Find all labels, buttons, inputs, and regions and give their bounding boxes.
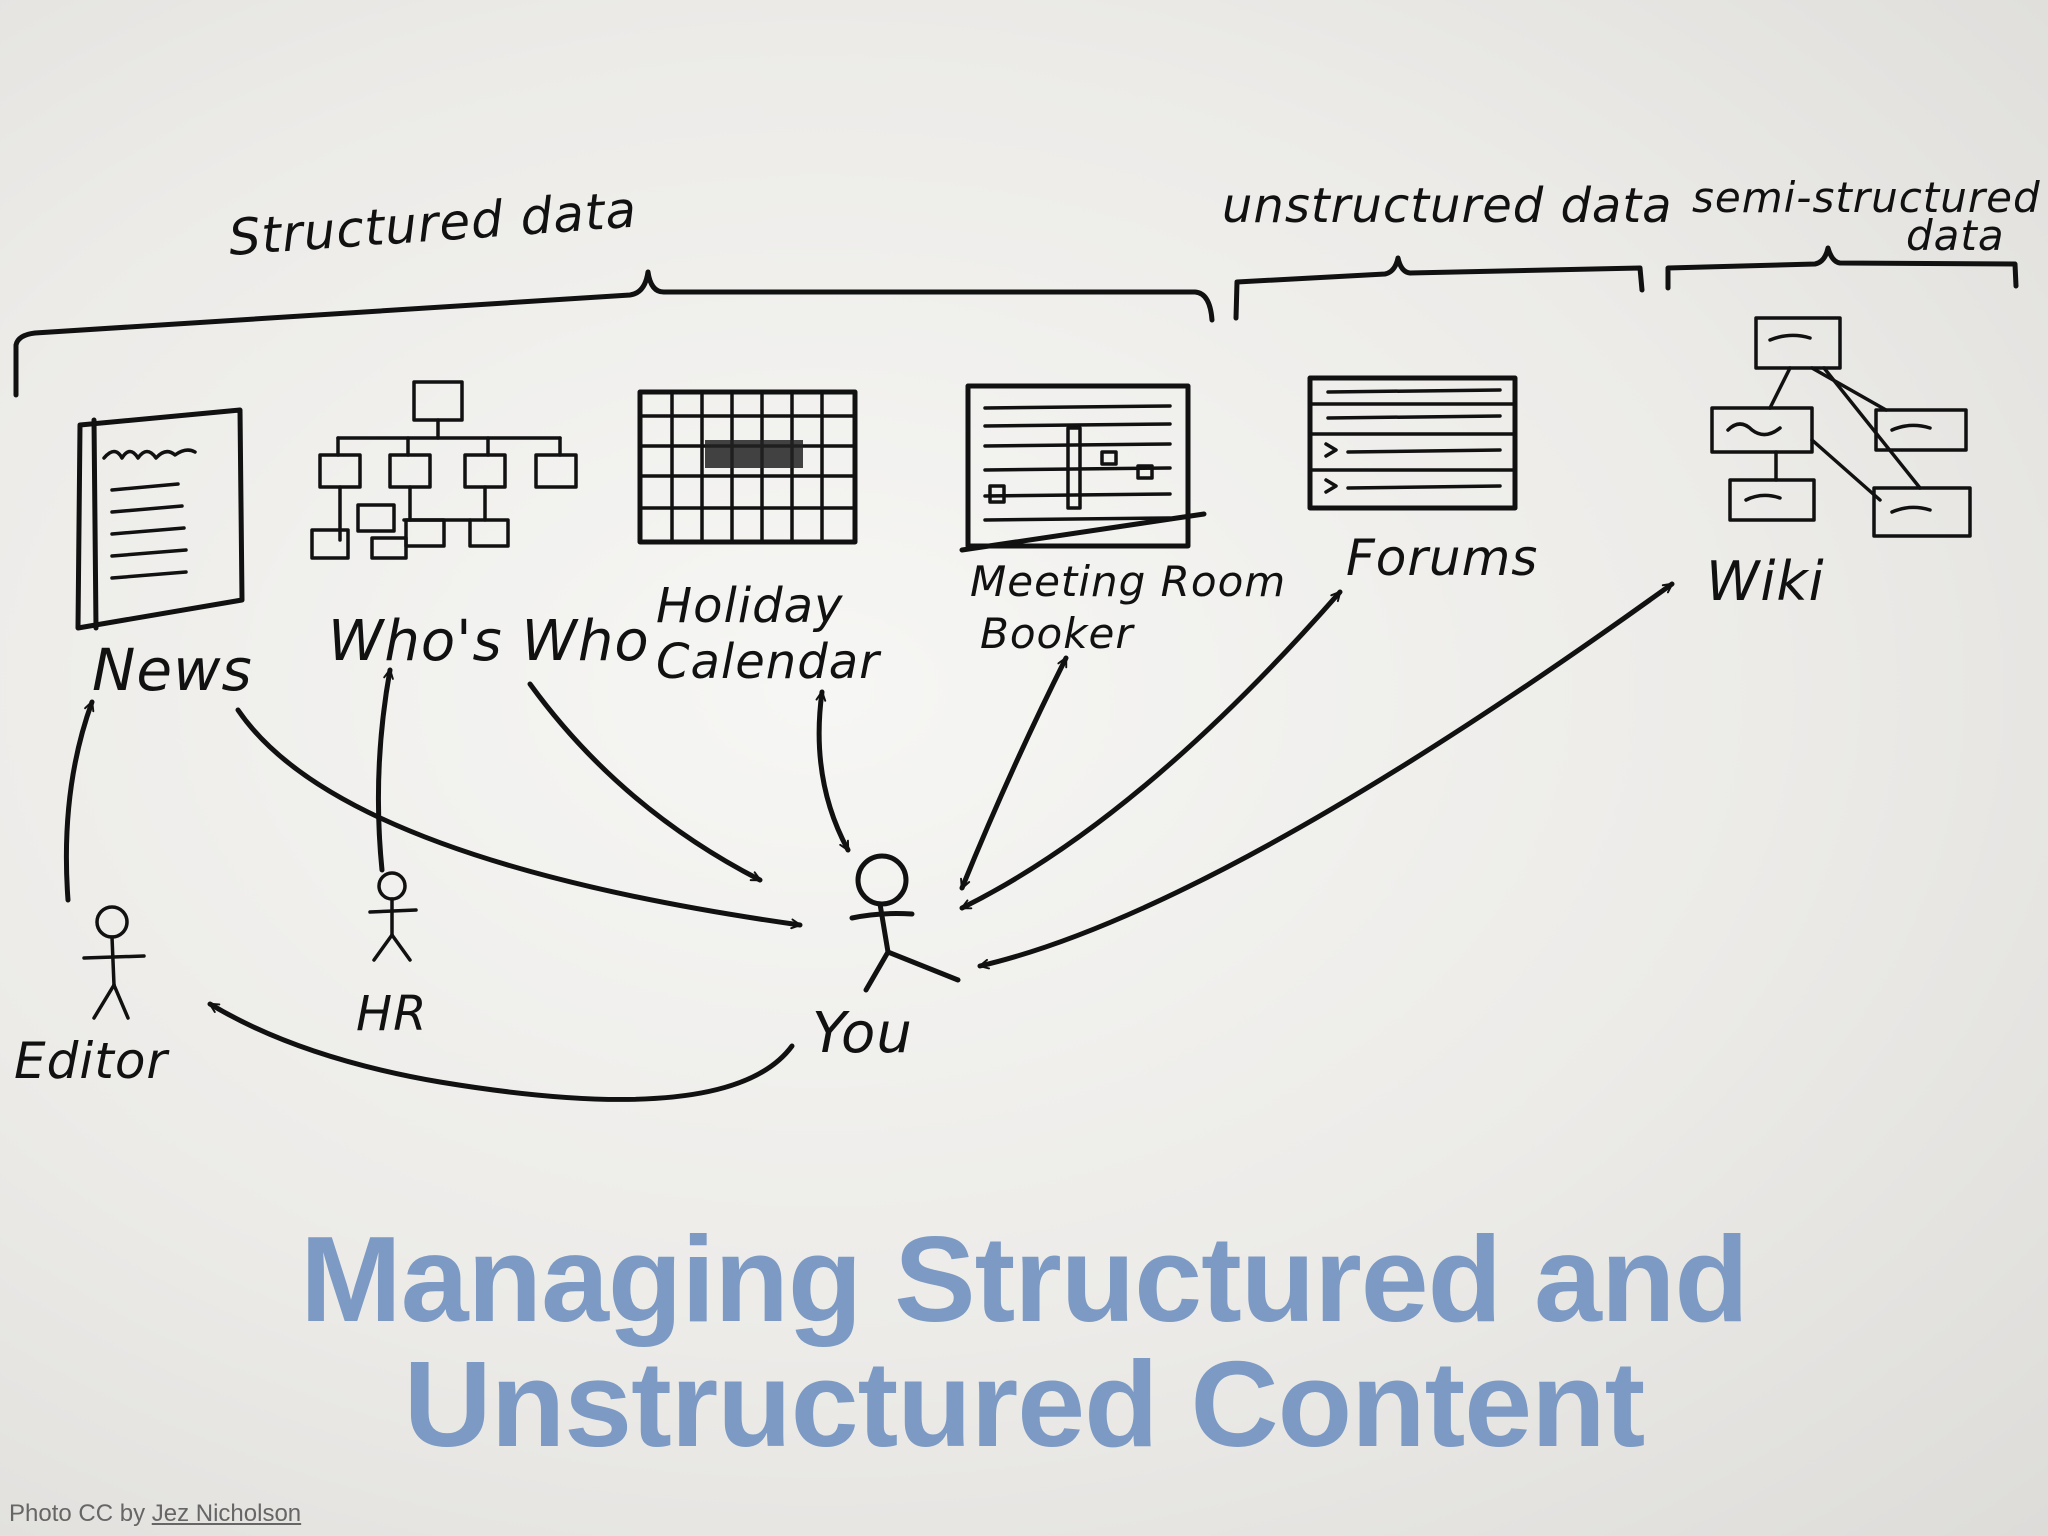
- calendar-grid-icon: [637, 389, 858, 545]
- booking-screen-icon: [959, 383, 1207, 553]
- whos-who-label: Who's Who: [328, 609, 650, 674]
- photo-credit-author-link[interactable]: Jez Nicholson: [151, 1500, 302, 1527]
- slide-title-line-2: Unstructured Content: [403, 1336, 1646, 1472]
- forum-thread-icon: [1307, 375, 1518, 511]
- news-label: News: [92, 636, 253, 704]
- meeting-room-label: Meeting Room: [970, 557, 1286, 606]
- semi-structured-data-label: data: [1906, 211, 2005, 260]
- structured-data-brace: [13, 269, 1215, 398]
- arrow-wiki-you: [977, 581, 1675, 970]
- arrow-hr-to-whos-who: [375, 667, 394, 873]
- booker-label: Booker: [980, 609, 1135, 658]
- semi-structured-data-brace: [1665, 245, 2019, 291]
- editor-label: Editor: [14, 1032, 170, 1090]
- wiki-pages-icon: [1710, 316, 1972, 538]
- structured-data-label: Structured data: [227, 181, 639, 267]
- arrow-calendar-you: [815, 689, 851, 853]
- unstructured-data-label: unstructured data: [1222, 178, 1673, 234]
- org-chart-icon: [310, 380, 578, 560]
- wiki-label: Wiki: [1706, 550, 1825, 613]
- hr-stick-figure: [368, 871, 418, 962]
- hr-label: HR: [356, 986, 427, 1042]
- news-document-icon: [75, 407, 245, 631]
- arrow-editor-to-news: [63, 699, 95, 903]
- calendar-label: Calendar: [656, 634, 882, 690]
- arrow-news-to-you: [235, 707, 803, 930]
- semi-structured-label: semi-structured: [1692, 173, 2041, 222]
- photo-credit-prefix: Photo CC by: [9, 1500, 146, 1527]
- photo-credit: Photo CC by Jez Nicholson: [9, 1500, 301, 1528]
- arrow-booker-you: [959, 655, 1069, 891]
- editor-stick-figure: [82, 905, 146, 1020]
- arrow-you-to-editor: [207, 1001, 795, 1102]
- you-stick-figure: [849, 853, 961, 993]
- holiday-label: Holiday: [656, 578, 843, 634]
- arrow-whos-who-to-you: [527, 681, 763, 883]
- unstructured-data-brace: [1233, 255, 1645, 321]
- slide-title-line-1: Managing Structured and: [300, 1211, 1749, 1347]
- forums-label: Forums: [1346, 529, 1538, 587]
- you-label: You: [812, 1001, 913, 1066]
